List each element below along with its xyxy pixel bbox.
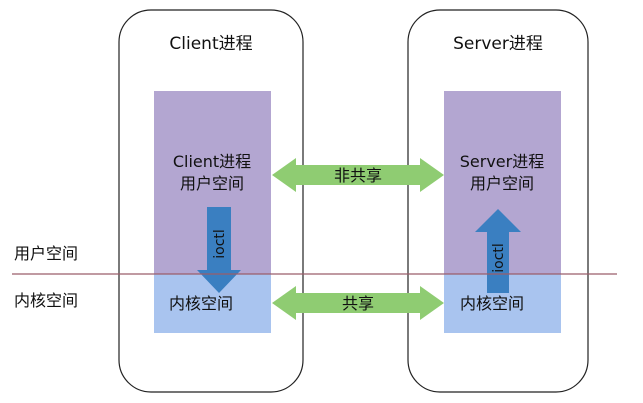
client-user-space-label-line1: Client进程 [173, 152, 251, 171]
user-space-layer-label: 用户空间 [14, 244, 78, 263]
non-shared-arrow [272, 158, 444, 192]
client-ioctl-label: ioctl [212, 229, 228, 259]
client-process-title: Client进程 [169, 34, 252, 54]
non-shared-label: 非共享 [334, 166, 382, 185]
client-user-space-label-line2: 用户空间 [180, 174, 244, 193]
client-ioctl-arrow [197, 207, 241, 293]
server-kernel-space-label: 内核空间 [460, 294, 524, 313]
client-kernel-space-label: 内核空间 [169, 294, 233, 313]
server-user-space-label-line2: 用户空间 [470, 174, 534, 193]
server-ioctl-label: ioctl [491, 243, 507, 273]
server-ioctl-arrow [475, 209, 521, 293]
server-user-space-label-line1: Server进程 [460, 152, 544, 171]
shared-label: 共享 [342, 294, 374, 313]
server-process-title: Server进程 [453, 34, 543, 54]
kernel-space-layer-label: 内核空间 [14, 291, 78, 310]
shared-arrow [272, 286, 444, 320]
